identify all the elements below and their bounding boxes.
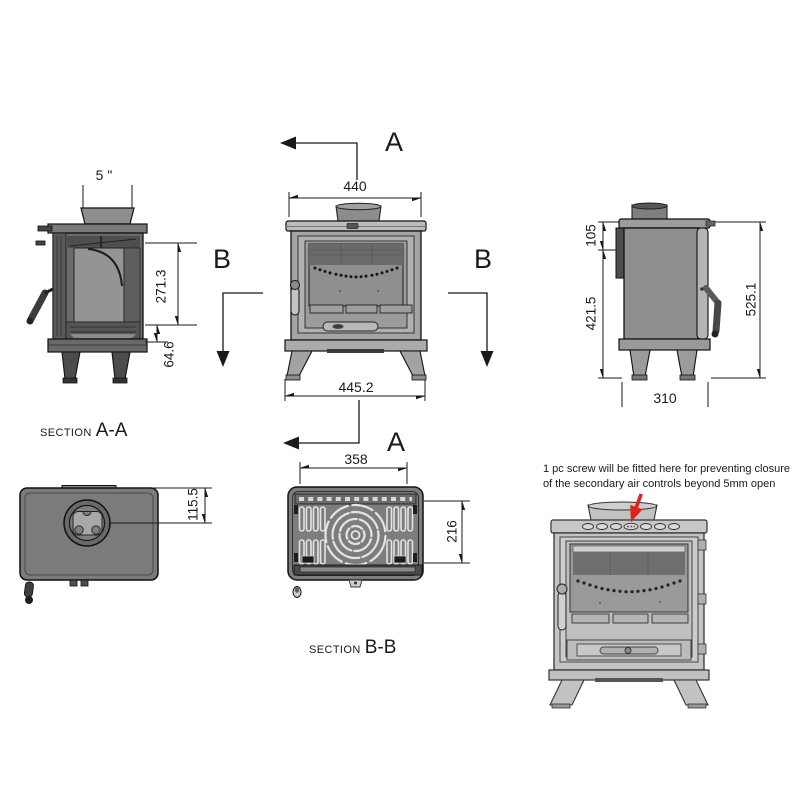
leg <box>549 679 585 706</box>
leg <box>673 679 709 706</box>
stove-body <box>623 227 699 340</box>
riddling-bar <box>322 321 379 332</box>
section-letter-a-top: A <box>384 127 403 157</box>
section-a-cut-arrow-icon <box>280 136 296 150</box>
rear-air-control <box>615 227 625 279</box>
door-handle <box>27 289 49 323</box>
dim-grate-depth: 216 <box>444 520 460 543</box>
leg <box>286 350 313 377</box>
section-letter-b-left: B <box>212 244 231 274</box>
dim-flue-diameter: 5 " <box>95 167 113 183</box>
section-b-cut-marker-left <box>216 292 263 367</box>
screw-annotation-line2: of the secondary air controls beyond 5mm… <box>543 478 776 490</box>
dim-top-offset: 105 <box>583 224 599 247</box>
side-view-drawing <box>598 202 766 407</box>
dim-lines-front <box>284 192 426 401</box>
section-a-cut-marker-top <box>280 136 358 180</box>
door-handle <box>557 591 567 631</box>
leg <box>629 349 651 378</box>
leg <box>111 351 131 380</box>
dim-body-height: 421.5 <box>583 296 599 331</box>
flue-collar <box>80 207 135 225</box>
section-aa-label: SECTION A-A <box>40 420 127 442</box>
airwash-holes <box>576 579 682 594</box>
vent-slats <box>309 304 413 314</box>
section-aa-label-name: A-A <box>95 420 128 441</box>
flue-baffle-arc <box>87 248 123 287</box>
grate-arcs <box>324 503 387 567</box>
door-section <box>52 232 67 340</box>
dim-lines-section-aa <box>145 242 197 343</box>
section-bb-drawing <box>287 462 470 598</box>
top-plate <box>47 223 148 234</box>
leg <box>676 349 698 378</box>
door-handle-top <box>23 581 34 598</box>
dim-base-width: 445.2 <box>338 379 374 395</box>
door-bolt <box>292 586 302 598</box>
secondary-air-vents <box>582 522 680 531</box>
airwash-holes <box>313 266 399 279</box>
dim-flue-center: 115.5 <box>185 488 201 521</box>
dim-base-height: 64.6 <box>161 341 177 368</box>
dim-lines-side <box>598 221 766 407</box>
dim-grate-width: 358 <box>344 451 368 467</box>
section-b-cut-arrow-icon <box>216 351 230 367</box>
firebox-interior <box>73 247 125 323</box>
section-aa-drawing <box>26 185 197 384</box>
section-letter-b-right: B <box>473 244 492 274</box>
dim-lines-section-bb <box>299 462 470 564</box>
section-bb-label-prefix: SECTION <box>309 644 361 656</box>
leg <box>399 350 426 377</box>
leg <box>61 351 81 380</box>
dim-top-width: 440 <box>343 178 367 194</box>
vent-slats <box>571 613 689 624</box>
screw-annotation-note: 1 pc screw will be fitted here for preve… <box>543 462 795 492</box>
section-b-cut-marker-right <box>448 292 494 367</box>
section-bb-label: SECTION B-B <box>309 637 396 659</box>
top-view-drawing <box>19 485 212 604</box>
section-letter-a-bottom: A <box>386 427 405 457</box>
door-edge <box>696 227 709 340</box>
section-a-cut-marker-bottom <box>283 400 360 450</box>
top-plate <box>618 218 711 229</box>
annotated-front-view-drawing <box>548 493 710 709</box>
section-a-cut-arrow-icon <box>283 436 299 450</box>
base-plate <box>47 338 148 353</box>
screw-pointer-arrow-icon <box>630 493 643 523</box>
section-b-cut-arrow-icon <box>480 351 494 367</box>
section-aa-label-prefix: SECTION <box>40 427 92 439</box>
base-plate <box>618 338 711 351</box>
front-view-drawing <box>284 192 428 401</box>
dim-lines-top <box>118 487 212 523</box>
screw-annotation-line1: 1 pc screw will be fitted here for preve… <box>543 463 791 475</box>
dim-overall-height: 525.1 <box>743 282 759 317</box>
dim-depth: 310 <box>653 390 677 406</box>
section-bb-label-name: B-B <box>364 637 397 658</box>
door-handle <box>290 286 300 316</box>
grate-slots <box>298 506 414 565</box>
dim-firebox-height: 271.3 <box>153 269 169 304</box>
